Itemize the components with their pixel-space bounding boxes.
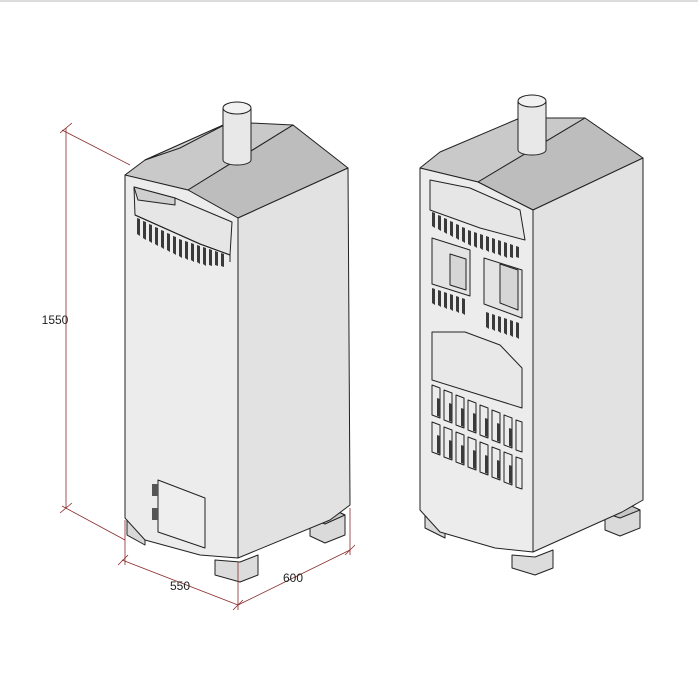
top-border bbox=[0, 0, 698, 2]
mid-slots-r bbox=[432, 288, 519, 339]
foot-corner-r bbox=[511, 549, 554, 576]
stove-right bbox=[419, 94, 644, 576]
side-face bbox=[237, 167, 351, 559]
vent-inner-shadow bbox=[133, 186, 176, 206]
chimney-left bbox=[222, 108, 252, 166]
depth-label: 600 bbox=[283, 571, 303, 585]
top-vent-r bbox=[429, 179, 526, 241]
vent-slots-left bbox=[137, 218, 224, 267]
side-face-r bbox=[532, 157, 644, 553]
grate-shadows-r bbox=[437, 398, 512, 484]
stove-left bbox=[124, 101, 351, 583]
front-face bbox=[124, 174, 239, 559]
width-label: 550 bbox=[170, 579, 190, 593]
door-hinges bbox=[152, 484, 158, 520]
lower-panel-r bbox=[431, 331, 523, 409]
dimension-lines bbox=[59, 122, 356, 611]
top-back-left bbox=[144, 121, 231, 161]
depth-dim-line bbox=[237, 549, 351, 606]
top-vent-slots-r bbox=[432, 212, 519, 258]
height-label: 1550 bbox=[42, 313, 69, 327]
width-dim-line bbox=[121, 559, 239, 606]
chimney-right bbox=[517, 101, 547, 156]
foot-corner bbox=[214, 554, 259, 583]
